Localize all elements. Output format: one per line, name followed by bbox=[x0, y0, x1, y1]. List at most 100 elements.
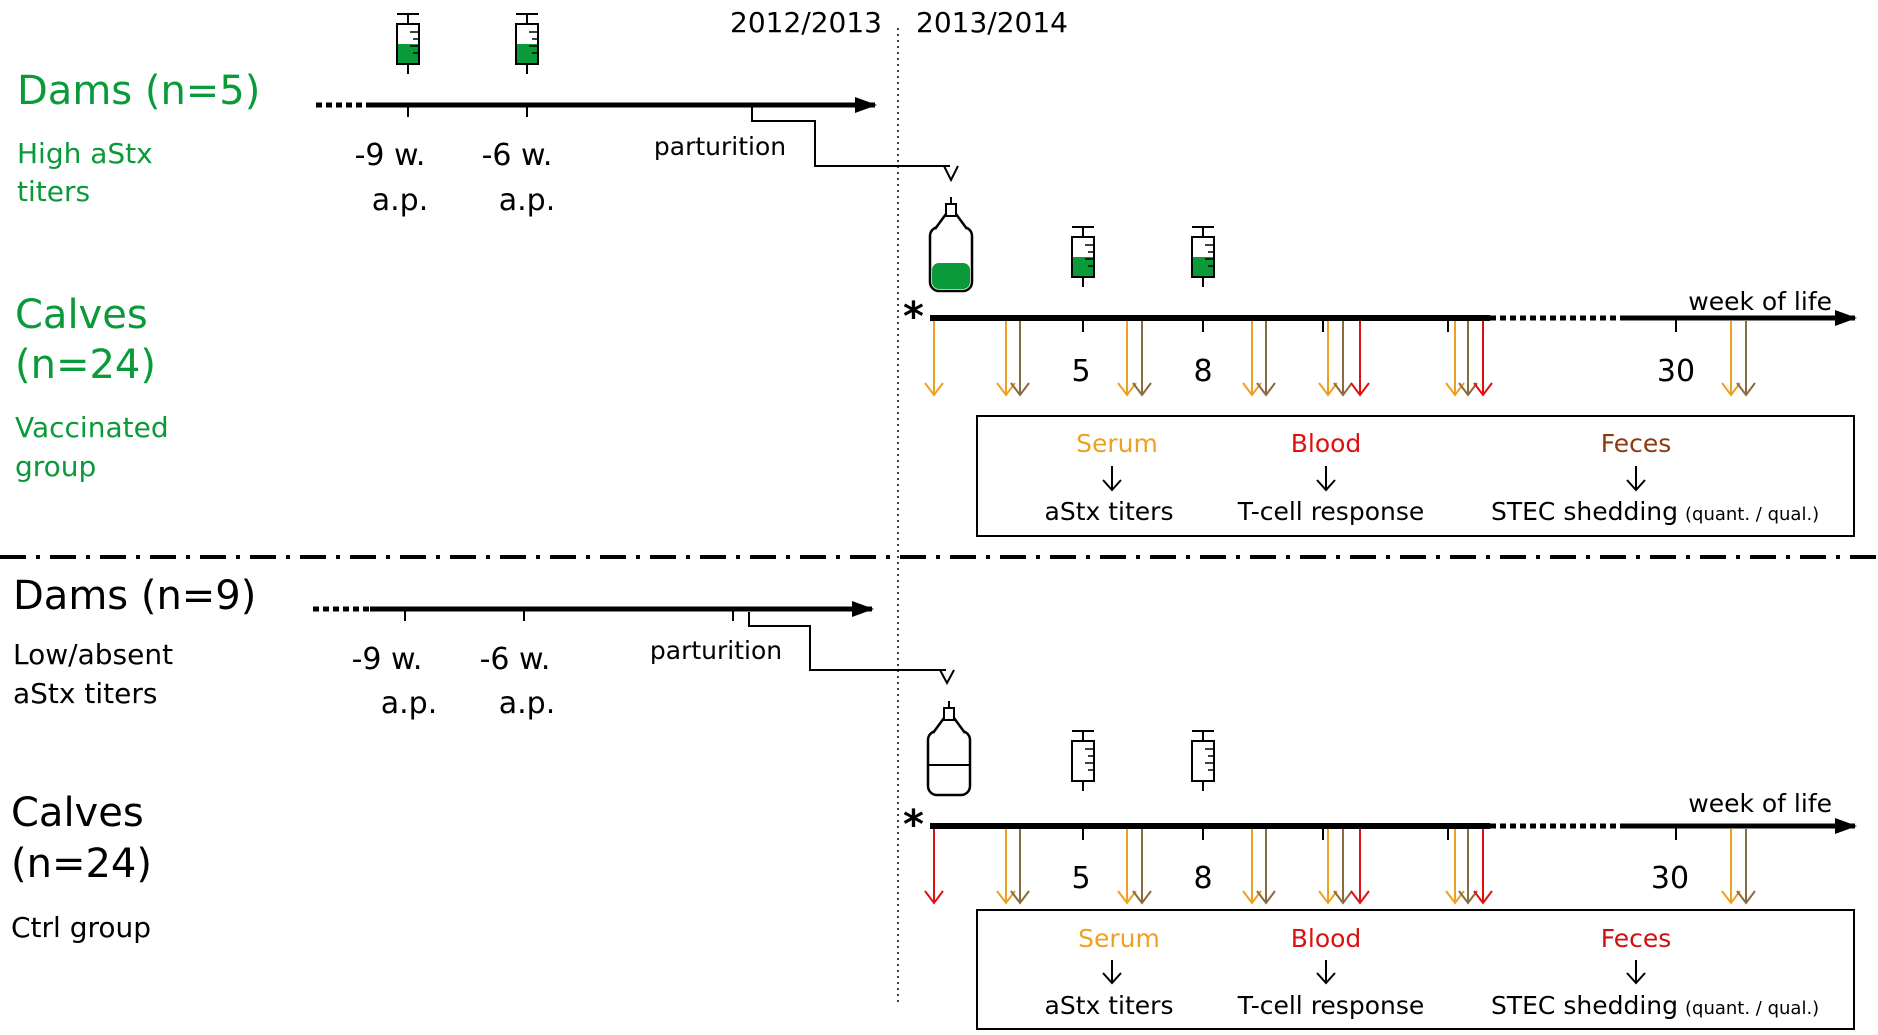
vacc-week-30-label: 30 bbox=[1657, 354, 1695, 389]
ctrl-sampling-arrow-orange bbox=[996, 829, 1016, 905]
ctrl-legend-serum-arrow bbox=[1102, 960, 1122, 985]
vacc-t2-week: -6 w. bbox=[482, 138, 553, 173]
ctrl-legend-feces: Feces bbox=[1601, 924, 1672, 953]
vacc-sampling-arrow-brown bbox=[1333, 321, 1353, 397]
vacc-t2-ap: a.p. bbox=[499, 183, 556, 218]
ctrl-sampling-arrow-brown bbox=[1736, 829, 1756, 905]
vacc-sampling-arrow-red bbox=[1350, 321, 1370, 397]
ctrl-t1-week: -9 w. bbox=[352, 642, 423, 677]
vacc-legend-serum: Serum bbox=[1076, 429, 1158, 458]
vacc-sampling-arrow-brown bbox=[1458, 321, 1478, 397]
vacc-legend-blood-out: T-cell response bbox=[1237, 497, 1425, 526]
vacc-calf-syringe-icon-2 bbox=[1191, 226, 1215, 288]
ctrl-week-5-label: 5 bbox=[1071, 861, 1090, 896]
ctrl-legend-blood-out: T-cell response bbox=[1237, 991, 1425, 1020]
vacc-sampling-arrows bbox=[924, 321, 1756, 397]
ctrl-legend-feces-arrow bbox=[1626, 960, 1646, 985]
vacc-sampling-arrow-orange bbox=[1242, 321, 1262, 397]
ctrl-t2-week: -6 w. bbox=[480, 642, 551, 677]
vacc-colostrum-connector bbox=[751, 108, 950, 167]
ctrl-legend-blood: Blood bbox=[1291, 924, 1362, 953]
ctrl-colostrum-arrowhead bbox=[939, 669, 955, 686]
ctrl-legend-box bbox=[976, 909, 1855, 1030]
vacc-week-of-life: week of life bbox=[1688, 287, 1832, 316]
vacc-dams-note-2: titers bbox=[17, 175, 90, 208]
ctrl-calves-title-2: (n=24) bbox=[11, 841, 152, 887]
control-section: Dams (n=9) Low/absent aStx titers -9 w. … bbox=[11, 573, 1857, 1030]
vaccinated-section: Dams (n=5) High aStx titers -9 w. a.p. -… bbox=[15, 13, 1857, 537]
vacc-sampling-arrow-brown bbox=[1010, 321, 1030, 397]
ctrl-sampling-arrow-brown bbox=[1010, 829, 1030, 905]
season-label-left: 2012/2013 bbox=[730, 6, 882, 39]
vacc-calves-title-2: (n=24) bbox=[15, 342, 156, 388]
ctrl-sampling-arrow-brown bbox=[1333, 829, 1353, 905]
ctrl-sampling-arrow-brown bbox=[1256, 829, 1276, 905]
ctrl-legend-feces-suffix: (quant. / qual.) bbox=[1685, 998, 1819, 1019]
ctrl-sampling-arrow-red bbox=[1473, 829, 1493, 905]
vacc-legend-blood-arrow bbox=[1316, 466, 1336, 492]
ctrl-sampling-arrow-orange bbox=[1318, 829, 1338, 905]
vacc-week-5-label: 5 bbox=[1071, 354, 1090, 389]
vacc-calf-syringe-icon-1 bbox=[1071, 226, 1095, 288]
vacc-legend-feces-suffix: (quant. / qual.) bbox=[1685, 504, 1819, 525]
vacc-sampling-arrow-brown bbox=[1132, 321, 1152, 397]
ctrl-t1-ap: a.p. bbox=[381, 686, 438, 721]
vacc-legend-feces-out: STEC shedding bbox=[1491, 497, 1678, 526]
vacc-sampling-arrow-brown bbox=[1736, 321, 1756, 397]
vacc-birth-asterisk: * bbox=[903, 294, 924, 340]
season-label-right: 2013/2014 bbox=[916, 6, 1068, 39]
vacc-legend-blood: Blood bbox=[1291, 429, 1362, 458]
vacc-legend-serum-out: aStx titers bbox=[1045, 497, 1174, 526]
vacc-legend-feces: Feces bbox=[1601, 429, 1672, 458]
ctrl-dams-note-1: Low/absent bbox=[13, 638, 173, 671]
vacc-dam-syringe-icon-1 bbox=[396, 13, 420, 75]
ctrl-legend-serum-out: aStx titers bbox=[1045, 991, 1174, 1020]
ctrl-sampling-arrow-brown bbox=[1458, 829, 1478, 905]
vacc-week-8-label: 8 bbox=[1193, 354, 1212, 389]
vacc-group-label-1: Vaccinated bbox=[15, 411, 169, 444]
vacc-sampling-arrow-orange bbox=[1721, 321, 1741, 397]
vacc-sampling-arrow-brown bbox=[1256, 321, 1276, 397]
ctrl-sampling-arrow-brown bbox=[1132, 829, 1152, 905]
ctrl-sampling-arrows bbox=[924, 829, 1756, 905]
ctrl-legend-feces-out: STEC shedding bbox=[1491, 991, 1678, 1020]
ctrl-colostrum-connector bbox=[748, 612, 946, 671]
vacc-t1-week: -9 w. bbox=[355, 138, 426, 173]
vacc-dams-note-1: High aStx bbox=[17, 137, 153, 170]
vacc-dams-title: Dams (n=5) bbox=[17, 68, 260, 114]
vacc-colostrum-bottle-icon bbox=[928, 197, 974, 293]
vacc-t1-ap: a.p. bbox=[372, 183, 429, 218]
vacc-legend-feces-arrow bbox=[1626, 466, 1646, 492]
ctrl-legend-blood-arrow bbox=[1316, 960, 1336, 985]
ctrl-week-30-label: 30 bbox=[1651, 861, 1689, 896]
ctrl-dams-note-2: aStx titers bbox=[13, 677, 157, 710]
ctrl-week-8-label: 8 bbox=[1193, 861, 1212, 896]
vacc-sampling-arrow-red bbox=[1473, 321, 1493, 397]
vacc-dam-syringe-icon-2 bbox=[515, 13, 539, 75]
vacc-sampling-arrow-orange bbox=[1117, 321, 1137, 397]
ctrl-t2-ap: a.p. bbox=[499, 686, 556, 721]
ctrl-week-of-life: week of life bbox=[1688, 789, 1832, 818]
vacc-sampling-arrow-orange bbox=[996, 321, 1016, 397]
ctrl-colostrum-bottle-icon bbox=[926, 701, 972, 797]
ctrl-sampling-arrow-orange bbox=[1721, 829, 1741, 905]
vacc-colostrum-arrowhead bbox=[943, 165, 959, 183]
ctrl-sampling-arrow-orange bbox=[1445, 829, 1465, 905]
ctrl-sampling-arrow-orange bbox=[1117, 829, 1137, 905]
vacc-group-label-2: group bbox=[15, 450, 96, 483]
ctrl-calf-syringe-icon-1 bbox=[1071, 730, 1095, 792]
vacc-sampling-arrow-orange bbox=[1318, 321, 1338, 397]
ctrl-sampling-arrow-red bbox=[924, 829, 944, 905]
ctrl-group-label: Ctrl group bbox=[11, 911, 151, 944]
vacc-legend-serum-arrow bbox=[1102, 466, 1122, 492]
ctrl-dams-title: Dams (n=9) bbox=[13, 573, 256, 619]
ctrl-parturition-label: parturition bbox=[650, 636, 782, 665]
vacc-sampling-arrow-orange bbox=[924, 321, 944, 397]
ctrl-birth-asterisk: * bbox=[903, 802, 924, 848]
vacc-sampling-arrow-orange bbox=[1445, 321, 1465, 397]
vacc-calves-title-1: Calves bbox=[15, 292, 148, 338]
ctrl-legend-serum: Serum bbox=[1078, 924, 1160, 953]
vacc-parturition-label: parturition bbox=[654, 132, 786, 161]
